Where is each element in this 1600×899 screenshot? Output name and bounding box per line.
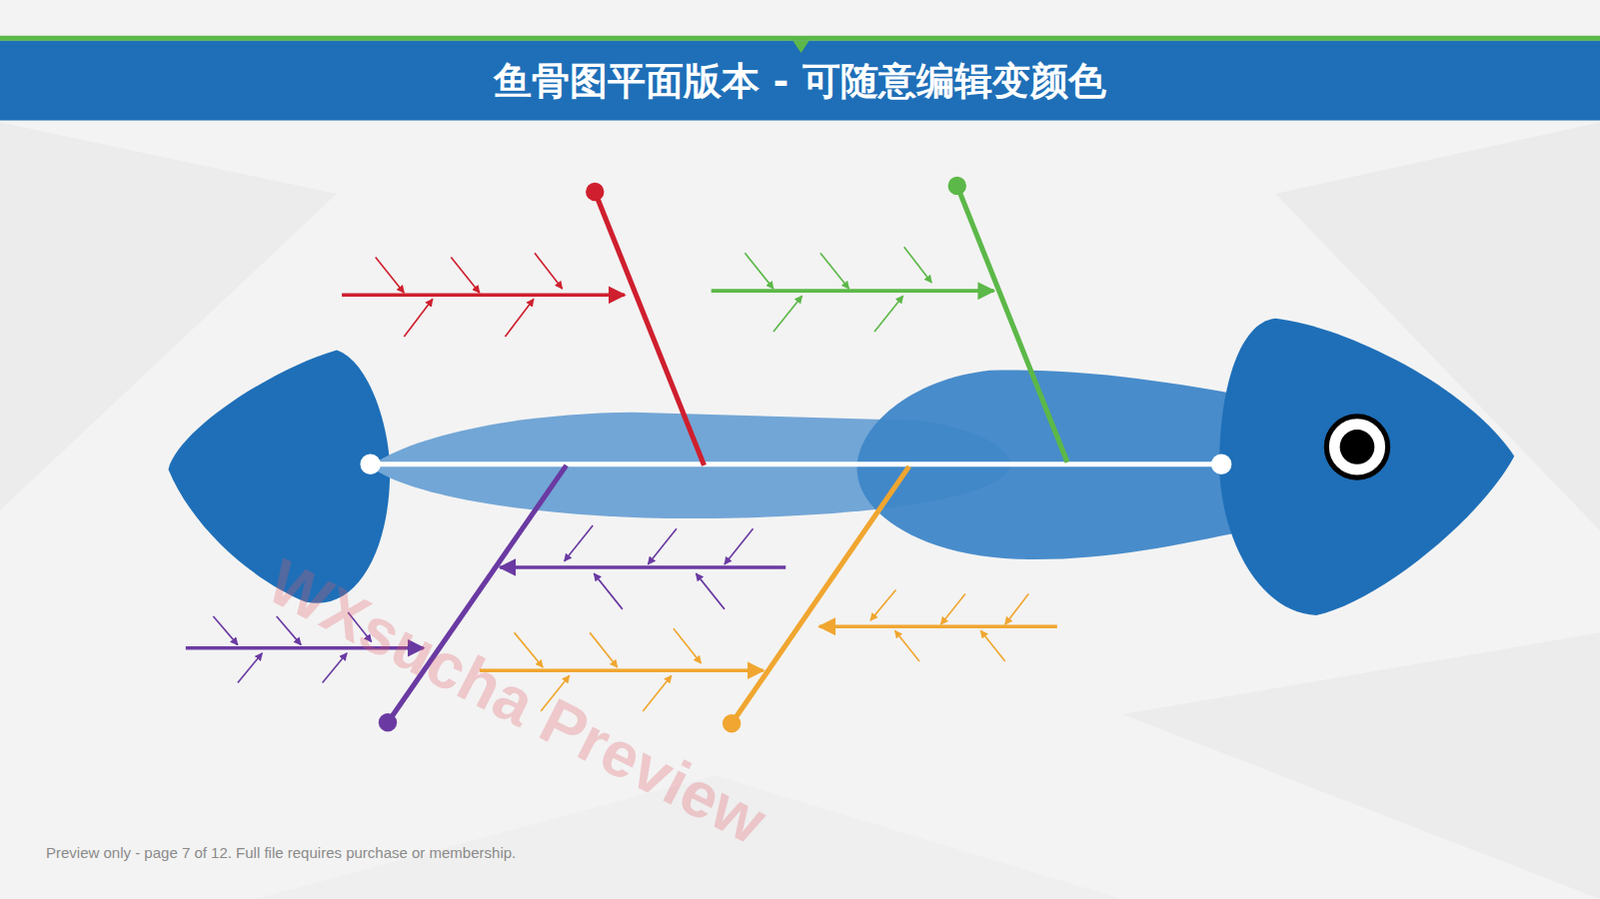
- rib-arrow: [1005, 594, 1029, 626]
- rib-arrow: [347, 612, 371, 643]
- rib-arrow: [820, 252, 850, 289]
- bone-tip: [948, 176, 967, 195]
- title-notch: [792, 40, 809, 53]
- rib-arrow: [744, 252, 774, 289]
- fish-head: [1219, 318, 1515, 616]
- rib-arrow: [479, 668, 764, 673]
- fish-pupil: [1340, 429, 1376, 465]
- title-bar: [0, 40, 1600, 121]
- spine-end: [1211, 454, 1232, 475]
- rib-arrow: [341, 292, 625, 297]
- rib-arrow: [711, 288, 995, 293]
- main-bone: [731, 466, 910, 724]
- rib-arrow: [185, 646, 424, 651]
- spine-end: [359, 454, 380, 475]
- rib-arrow: [322, 653, 348, 684]
- rib-arrow: [589, 632, 618, 668]
- page-title: 鱼骨图平面版本 - 可随意编辑变颜色: [0, 40, 1600, 121]
- rib-arrow: [894, 630, 920, 662]
- rib-arrow: [403, 298, 433, 337]
- top-rule: [0, 35, 1600, 41]
- rib-arrow: [514, 632, 544, 668]
- rib-arrow: [980, 630, 1006, 662]
- rib-bones: [185, 246, 1058, 712]
- footer-note: Preview only - page 7 of 12. Full file r…: [45, 844, 516, 862]
- main-bone: [957, 185, 1068, 463]
- rib-arrow: [773, 295, 803, 332]
- bone-tip: [585, 182, 604, 201]
- main-bone: [594, 191, 704, 466]
- rib-arrow: [237, 653, 263, 684]
- background-facet: [1122, 632, 1600, 899]
- fish-eye: [1326, 416, 1388, 478]
- fish-tail: [167, 349, 390, 603]
- rib-arrow: [673, 628, 702, 664]
- rib-arrow: [499, 565, 786, 570]
- background-facet: [254, 775, 1123, 899]
- rib-arrow: [504, 298, 534, 337]
- rib-arrow: [212, 616, 238, 646]
- rib-arrow: [593, 573, 623, 610]
- bone-tip: [722, 714, 741, 733]
- bone-tip: [378, 713, 397, 732]
- rib-arrow: [940, 594, 966, 626]
- rib-arrow: [450, 256, 480, 293]
- spine: [370, 461, 1223, 467]
- rib-arrow: [540, 675, 570, 712]
- rib-arrow: [870, 589, 897, 621]
- main-bone: [387, 465, 567, 723]
- rib-arrow: [647, 528, 677, 565]
- rib-arrow: [642, 675, 672, 712]
- rib-arrow: [695, 573, 725, 610]
- rib-arrow: [819, 624, 1058, 629]
- rib-arrow: [375, 256, 405, 293]
- watermark: WXsucha Preview: [255, 544, 778, 860]
- rib-arrow: [724, 528, 754, 565]
- rib-arrow: [564, 525, 594, 562]
- rib-arrow: [904, 246, 933, 283]
- rib-arrow: [276, 616, 302, 646]
- rib-arrow: [534, 252, 563, 289]
- rib-arrow: [874, 295, 904, 332]
